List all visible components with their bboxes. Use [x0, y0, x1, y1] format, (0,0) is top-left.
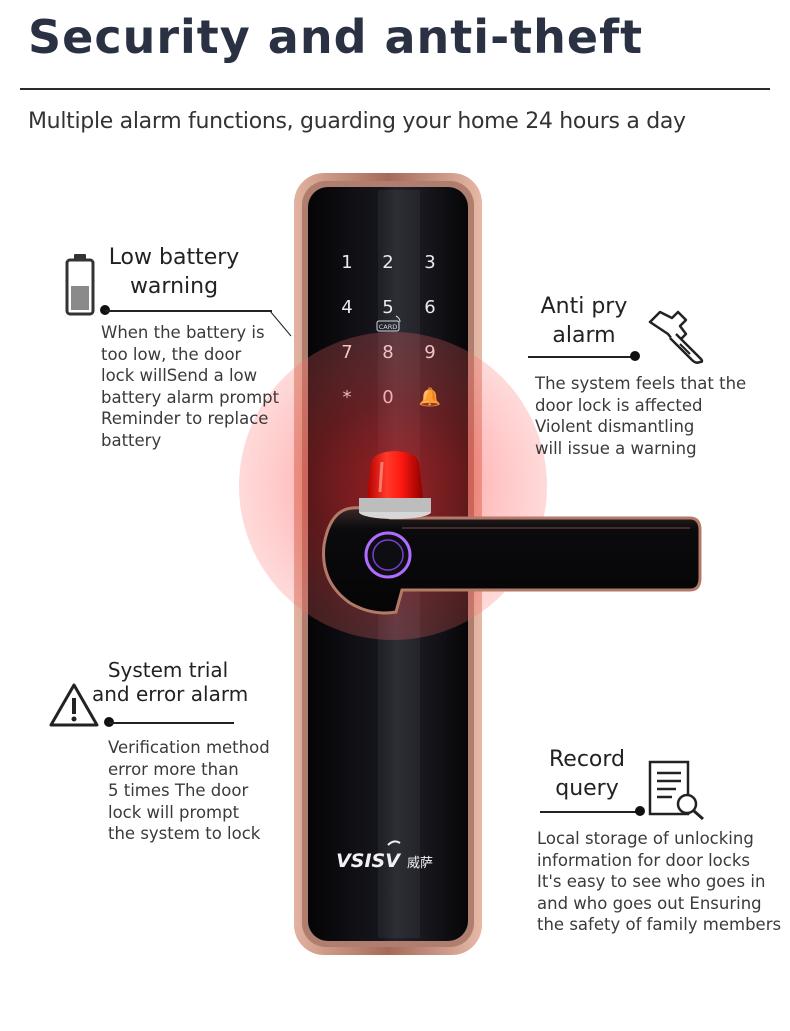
- keypad-key[interactable]: 1: [341, 252, 352, 273]
- warning-triangle-icon: [49, 683, 99, 727]
- anti-pry-title: Anti pry alarm: [528, 292, 640, 350]
- keypad-key[interactable]: 4: [341, 297, 352, 318]
- anti-pry-description: The system feels that the door lock is a…: [535, 374, 747, 458]
- card-label: CARD: [379, 323, 398, 331]
- title-divider: [20, 88, 770, 90]
- anti-pry-dot: [630, 351, 640, 361]
- low-battery-line: [105, 310, 272, 312]
- document-search-icon: [648, 760, 704, 821]
- brand-logo: VSISV: [336, 850, 401, 872]
- trial-error-title: System trial and error alarm: [92, 658, 249, 706]
- keypad-key[interactable]: 3: [424, 252, 435, 273]
- low-battery-title-line2: warning: [129, 274, 219, 299]
- card-badge: [376, 320, 400, 332]
- anti-pry-line: [528, 356, 634, 358]
- page-title: Security and anti-theft: [28, 10, 644, 64]
- record-query-line: [540, 811, 638, 813]
- record-query-title-line2: query: [555, 776, 619, 801]
- low-battery-title: Low battery warning: [104, 243, 244, 301]
- trial-error-title-line1: System trial: [107, 658, 229, 682]
- trial-error-line: [109, 722, 234, 724]
- record-query-title-line1: Record: [548, 747, 625, 772]
- lock-handle: [322, 506, 702, 615]
- anti-pry-title-line2: alarm: [552, 323, 616, 348]
- low-battery-description: When the battery is too low, the door lo…: [101, 323, 280, 450]
- trial-error-title-line2: and error alarm: [92, 682, 249, 706]
- record-query-description: Local storage of unlocking information f…: [537, 829, 782, 935]
- trial-error-description: Verification method error more than 5 ti…: [108, 738, 270, 844]
- keypad-key[interactable]: 5: [382, 297, 393, 318]
- low-battery-title-line1: Low battery: [108, 245, 240, 270]
- anti-pry-title-line1: Anti pry: [540, 294, 628, 319]
- hammer-icon: [648, 310, 704, 364]
- keypad-key[interactable]: 2: [382, 252, 393, 273]
- page-subtitle: Multiple alarm functions, guarding your …: [28, 109, 686, 134]
- battery-low-icon: [65, 254, 95, 316]
- record-query-title: Record query: [538, 745, 636, 803]
- record-query-dot: [635, 806, 645, 816]
- keypad-key[interactable]: 6: [424, 297, 435, 318]
- siren-light: [367, 451, 423, 498]
- brand-logo-cn: 威萨: [407, 856, 433, 871]
